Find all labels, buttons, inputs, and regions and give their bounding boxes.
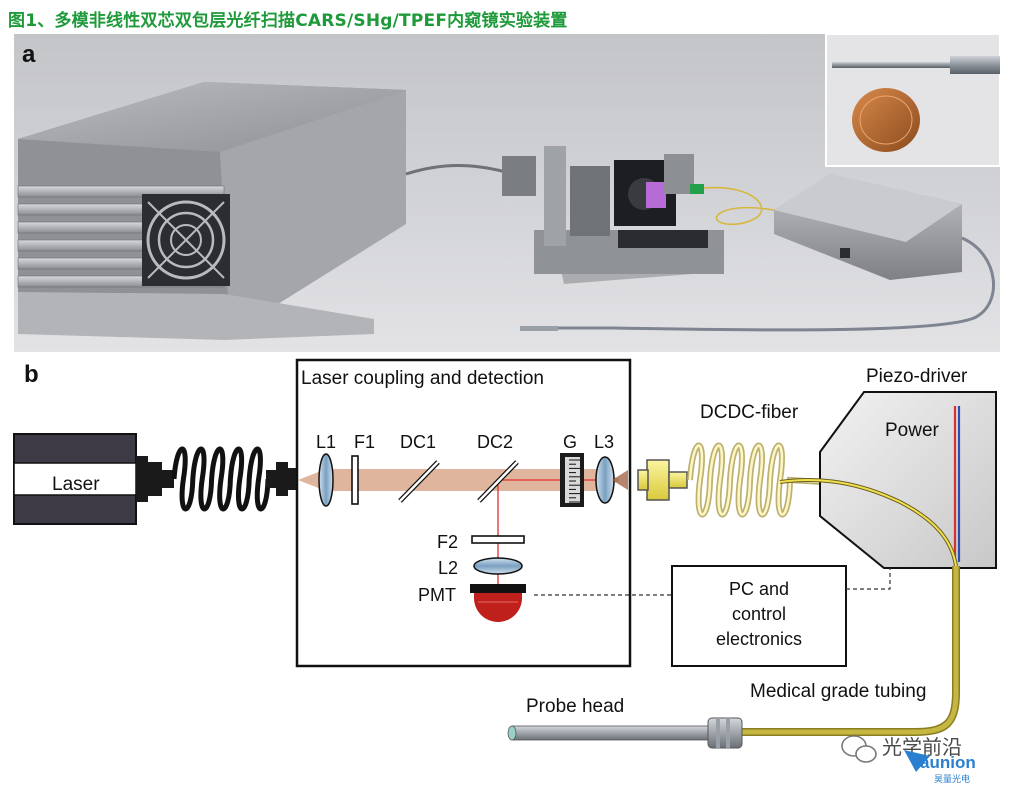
- scan-grating-g: [560, 453, 584, 507]
- photo-probe: [520, 326, 558, 331]
- probe-head: [507, 717, 743, 749]
- dichroic-dc1: [398, 460, 440, 503]
- dcdc-fiber-label: DCDC-fiber: [700, 402, 799, 423]
- photo-optics-bench: [502, 146, 724, 284]
- piezo-control-line: [846, 568, 891, 590]
- photo-laser-box: [17, 82, 406, 340]
- power-label: Power: [885, 420, 940, 441]
- photo-panel: a: [14, 34, 1000, 352]
- laser-unit: Laser: [13, 433, 174, 525]
- panel-b-letter: b: [24, 361, 39, 388]
- coin-icon: [852, 88, 920, 152]
- label-l2: L2: [438, 558, 458, 578]
- lens-l3: [595, 456, 615, 504]
- probe-head-label: Probe head: [526, 696, 624, 717]
- fiber-in-piezo-core: [779, 479, 957, 567]
- dichroic-dc2: [477, 460, 519, 503]
- tubing-label: Medical grade tubing: [750, 681, 926, 702]
- panel-a-letter: a: [22, 41, 36, 68]
- label-g: G: [563, 432, 577, 452]
- laser-beam: [298, 469, 620, 491]
- label-f1: F1: [354, 432, 375, 452]
- coupling-detection-box: [295, 358, 632, 668]
- watermark-text: 光学前沿: [882, 736, 962, 759]
- pc-label-line2: control: [732, 604, 786, 624]
- photo-tubing: [522, 236, 995, 332]
- figure-caption: 图1、多模非线性双芯双包层光纤扫描CARS/SHg/TPEF内窥镜实验装置: [8, 11, 568, 31]
- pc-control-box: [671, 565, 847, 667]
- photo-piezo-box: [774, 174, 962, 280]
- aunion-logo-icon: [904, 750, 930, 772]
- lens-l2: [473, 557, 523, 575]
- photo-dcdc-fiber: [703, 186, 795, 226]
- coupling-box-title: Laser coupling and detection: [301, 368, 544, 389]
- watermark: 光学前沿 aunion 昊量光电: [841, 735, 976, 784]
- laser-label: Laser: [52, 474, 100, 495]
- label-pmt: PMT: [418, 585, 456, 605]
- focus-cone: [612, 470, 628, 490]
- filter-f2: [471, 535, 525, 544]
- watermark-brand-sub: 昊量光电: [934, 773, 970, 784]
- lens-l1: [318, 453, 334, 507]
- wechat-icon: [841, 735, 877, 763]
- label-f2: F2: [437, 532, 458, 552]
- watermark-brand: aunion: [920, 753, 976, 772]
- filter-f1: [351, 455, 359, 505]
- coupling-connector: [266, 462, 298, 496]
- label-l1: L1: [316, 432, 336, 452]
- dcdc-fiber-core: [688, 444, 823, 516]
- pmt-detector: [470, 584, 526, 622]
- label-l3: L3: [594, 432, 614, 452]
- fiber-connector: [637, 459, 688, 501]
- label-dc2: DC2: [477, 432, 513, 452]
- laser-patch-cable: [171, 446, 271, 512]
- label-dc1: DC1: [400, 432, 436, 452]
- photo-patch-fiber: [405, 164, 507, 176]
- medical-tubing-core: [738, 566, 959, 735]
- pc-label-line1: PC and: [729, 579, 789, 599]
- piezo-driver-box: [819, 391, 997, 569]
- piezo-driver-label: Piezo-driver: [866, 366, 968, 387]
- pc-label-line3: electronics: [716, 629, 802, 649]
- photo-inset: [825, 34, 1000, 167]
- schematic-panel: b Laser Laser coupling and detection: [13, 358, 997, 784]
